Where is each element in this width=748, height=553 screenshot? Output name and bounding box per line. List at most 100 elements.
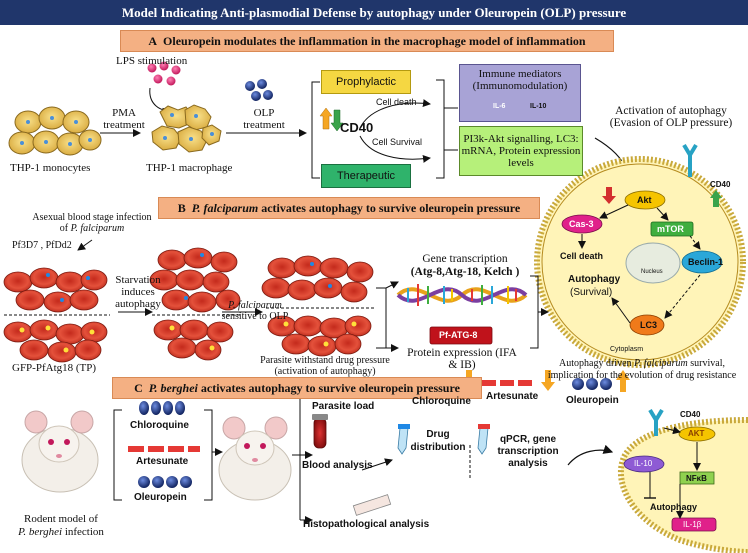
rbc-cluster-starved [149, 247, 241, 313]
small-cell-nfkb-label: NFκB [686, 474, 707, 483]
section-a-header: A Oleuropein modulates the inflammation … [120, 30, 614, 52]
survival-line2: implication for the evolution of drug re… [547, 370, 737, 381]
small-cell-il1b-label: IL-1β [683, 520, 702, 529]
artesunate-pills-result [482, 380, 532, 386]
section-a-heading: Oleuropein modulates the inflammation in… [163, 33, 586, 48]
rbc-cluster-infected [3, 267, 108, 313]
nucleus-label: Nucleus [641, 269, 663, 275]
survival-species: P. falciparum [634, 358, 688, 369]
starvation-label: Starvation induces autophagy [115, 274, 161, 310]
beclin-label: Beclin-1 [688, 257, 724, 267]
activation-label: Activation of autophagy (Evasion of OLP … [609, 105, 733, 129]
dna-helix [396, 284, 528, 306]
autophagy-cell-label: Autophagy [568, 274, 621, 285]
parasite-load-label: Parasite load [312, 401, 375, 412]
mouse-illustration-2 [218, 416, 292, 501]
cytoplasm-label: Cytoplasm [610, 346, 644, 353]
asexual-species: P. falciparum [70, 223, 125, 234]
rodent-text: Rodent model of [24, 513, 98, 525]
immune-mediators-text: Immune mediators (Immunomodulation) [472, 68, 568, 92]
protein-expression-label: Protein expression (IFA & IB) [407, 347, 517, 371]
strains-label: Pf3D7 , PfDd2 [12, 240, 72, 251]
thp1-macrophage-cells [151, 104, 222, 153]
mouse-illustration-1 [21, 410, 99, 493]
rbc-cluster-gfp-starved [153, 319, 234, 361]
oleuropein-pills-result [572, 378, 612, 390]
genes-label: (Atg-8,Atg-18, Kelch ) [410, 266, 520, 278]
rbc-cluster-gfp [3, 319, 108, 363]
cell-cd40-label: CD40 [710, 180, 731, 189]
il6-label: IL-6 [493, 103, 506, 110]
cas3-label: Cas-3 [569, 219, 594, 229]
blood-analysis-label: Blood analysis [302, 460, 373, 471]
pfatg8-label: Pf-ATG-8 [439, 330, 478, 340]
sensitive-label: P. falciparum sensitive to OLP [220, 300, 290, 322]
sensitive-text: sensitive to OLP [221, 311, 289, 322]
gene-transcription-label: Gene transcription [422, 253, 508, 265]
oleuropein-result-label: Oleuropein [566, 395, 619, 406]
immune-mediators-box: Immune mediators (Immunomodulation) [459, 64, 581, 122]
histopathological-label: Histopathological analysis [303, 519, 430, 530]
rodent-species: P. berghei [18, 526, 63, 538]
section-b-heading: activates autophagy to survive oleuropei… [261, 200, 521, 215]
autophagy-cell-diagram [534, 143, 746, 368]
chloroquine-pills [139, 401, 185, 415]
artesunate-pills [128, 446, 200, 452]
chloroquine-label: Chloroquine [130, 420, 189, 431]
artesunate-result-label: Artesunate [486, 391, 539, 402]
withstand-label: Parasite withstand drug pressure (activa… [260, 355, 390, 377]
drug-tube-icon [397, 424, 410, 455]
section-b-species: P. falciparum [191, 200, 259, 215]
asexual-label: Asexual blood stage infection of P. falc… [28, 212, 156, 234]
pma-label: PMA treatment [103, 107, 145, 131]
survival-implication-label: Autophagy driven P. falciparum survival,… [538, 358, 746, 382]
section-c-header: C P. berghei activates autophagy to surv… [112, 377, 482, 399]
gfp-label: GFP-PfAtg18 (TP) [12, 362, 97, 374]
section-c-species: P. berghei [148, 380, 198, 395]
small-cell-autophagy-label: Autophagy [650, 502, 697, 512]
therapeutic-box: Therapeutic [321, 164, 411, 188]
il10-label: IL-10 [530, 103, 547, 110]
mtor-label: mTOR [657, 224, 684, 234]
oleuropein-label: Oleuropein [134, 492, 187, 503]
olp-molecules [245, 79, 273, 101]
blood-tube-icon [312, 414, 328, 449]
thp1-monocytes-cells [8, 106, 102, 156]
cell-survival-label: Cell Survival [372, 137, 423, 147]
monocytes-label: THP-1 monocytes [10, 162, 91, 174]
section-c-letter: C [134, 380, 143, 395]
lps-label: LPS stimulation [116, 55, 188, 67]
survival-line1b: survival, [690, 358, 725, 369]
oleuropein-pills [138, 476, 192, 488]
rodent-label: Rodent model of P. berghei infection [0, 513, 122, 539]
small-cell-cd40-label: CD40 [680, 410, 701, 419]
small-cell-akt-label: AKT [688, 429, 705, 438]
sensitive-species: P. falciparum [228, 300, 282, 311]
chloroquine-result-label: Chloroquine [412, 396, 471, 407]
survival-line1: Autophagy driven [559, 358, 632, 369]
prophylactic-box: Prophylactic [321, 70, 411, 94]
macrophage-label: THP-1 macrophage [146, 162, 233, 174]
cell-death-cell-label: Cell death [560, 251, 604, 261]
small-cell-diagram [618, 408, 748, 553]
asexual-text: Asexual blood stage infection of [32, 212, 152, 234]
histology-slide-icon [352, 494, 392, 516]
rbc-cluster-olp-treated [261, 255, 374, 357]
cell-death-label: Cell death [376, 97, 417, 107]
survival-cell-label: (Survival) [570, 287, 613, 298]
section-a-letter: A [148, 33, 158, 48]
section-b-letter: B [177, 200, 186, 215]
section-b-header: B P. falciparum activates autophagy to s… [158, 197, 540, 219]
figure-title: Model Indicating Anti-plasmodial Defense… [0, 0, 748, 25]
pi3k-box: PI3k-Akt signalling, LC3: mRNA, Protein … [459, 126, 583, 176]
cd40-label: CD40 [340, 120, 374, 135]
artesunate-label: Artesunate [136, 456, 189, 467]
olp-treatment-label: OLP treatment [243, 107, 285, 131]
drug-distribution-label: Drug distribution [410, 429, 466, 453]
lc3-label: LC3 [640, 320, 658, 330]
qpcr-tube-icon [477, 424, 490, 455]
akt-label: Akt [637, 195, 652, 205]
rodent-rest: infection [64, 526, 104, 538]
